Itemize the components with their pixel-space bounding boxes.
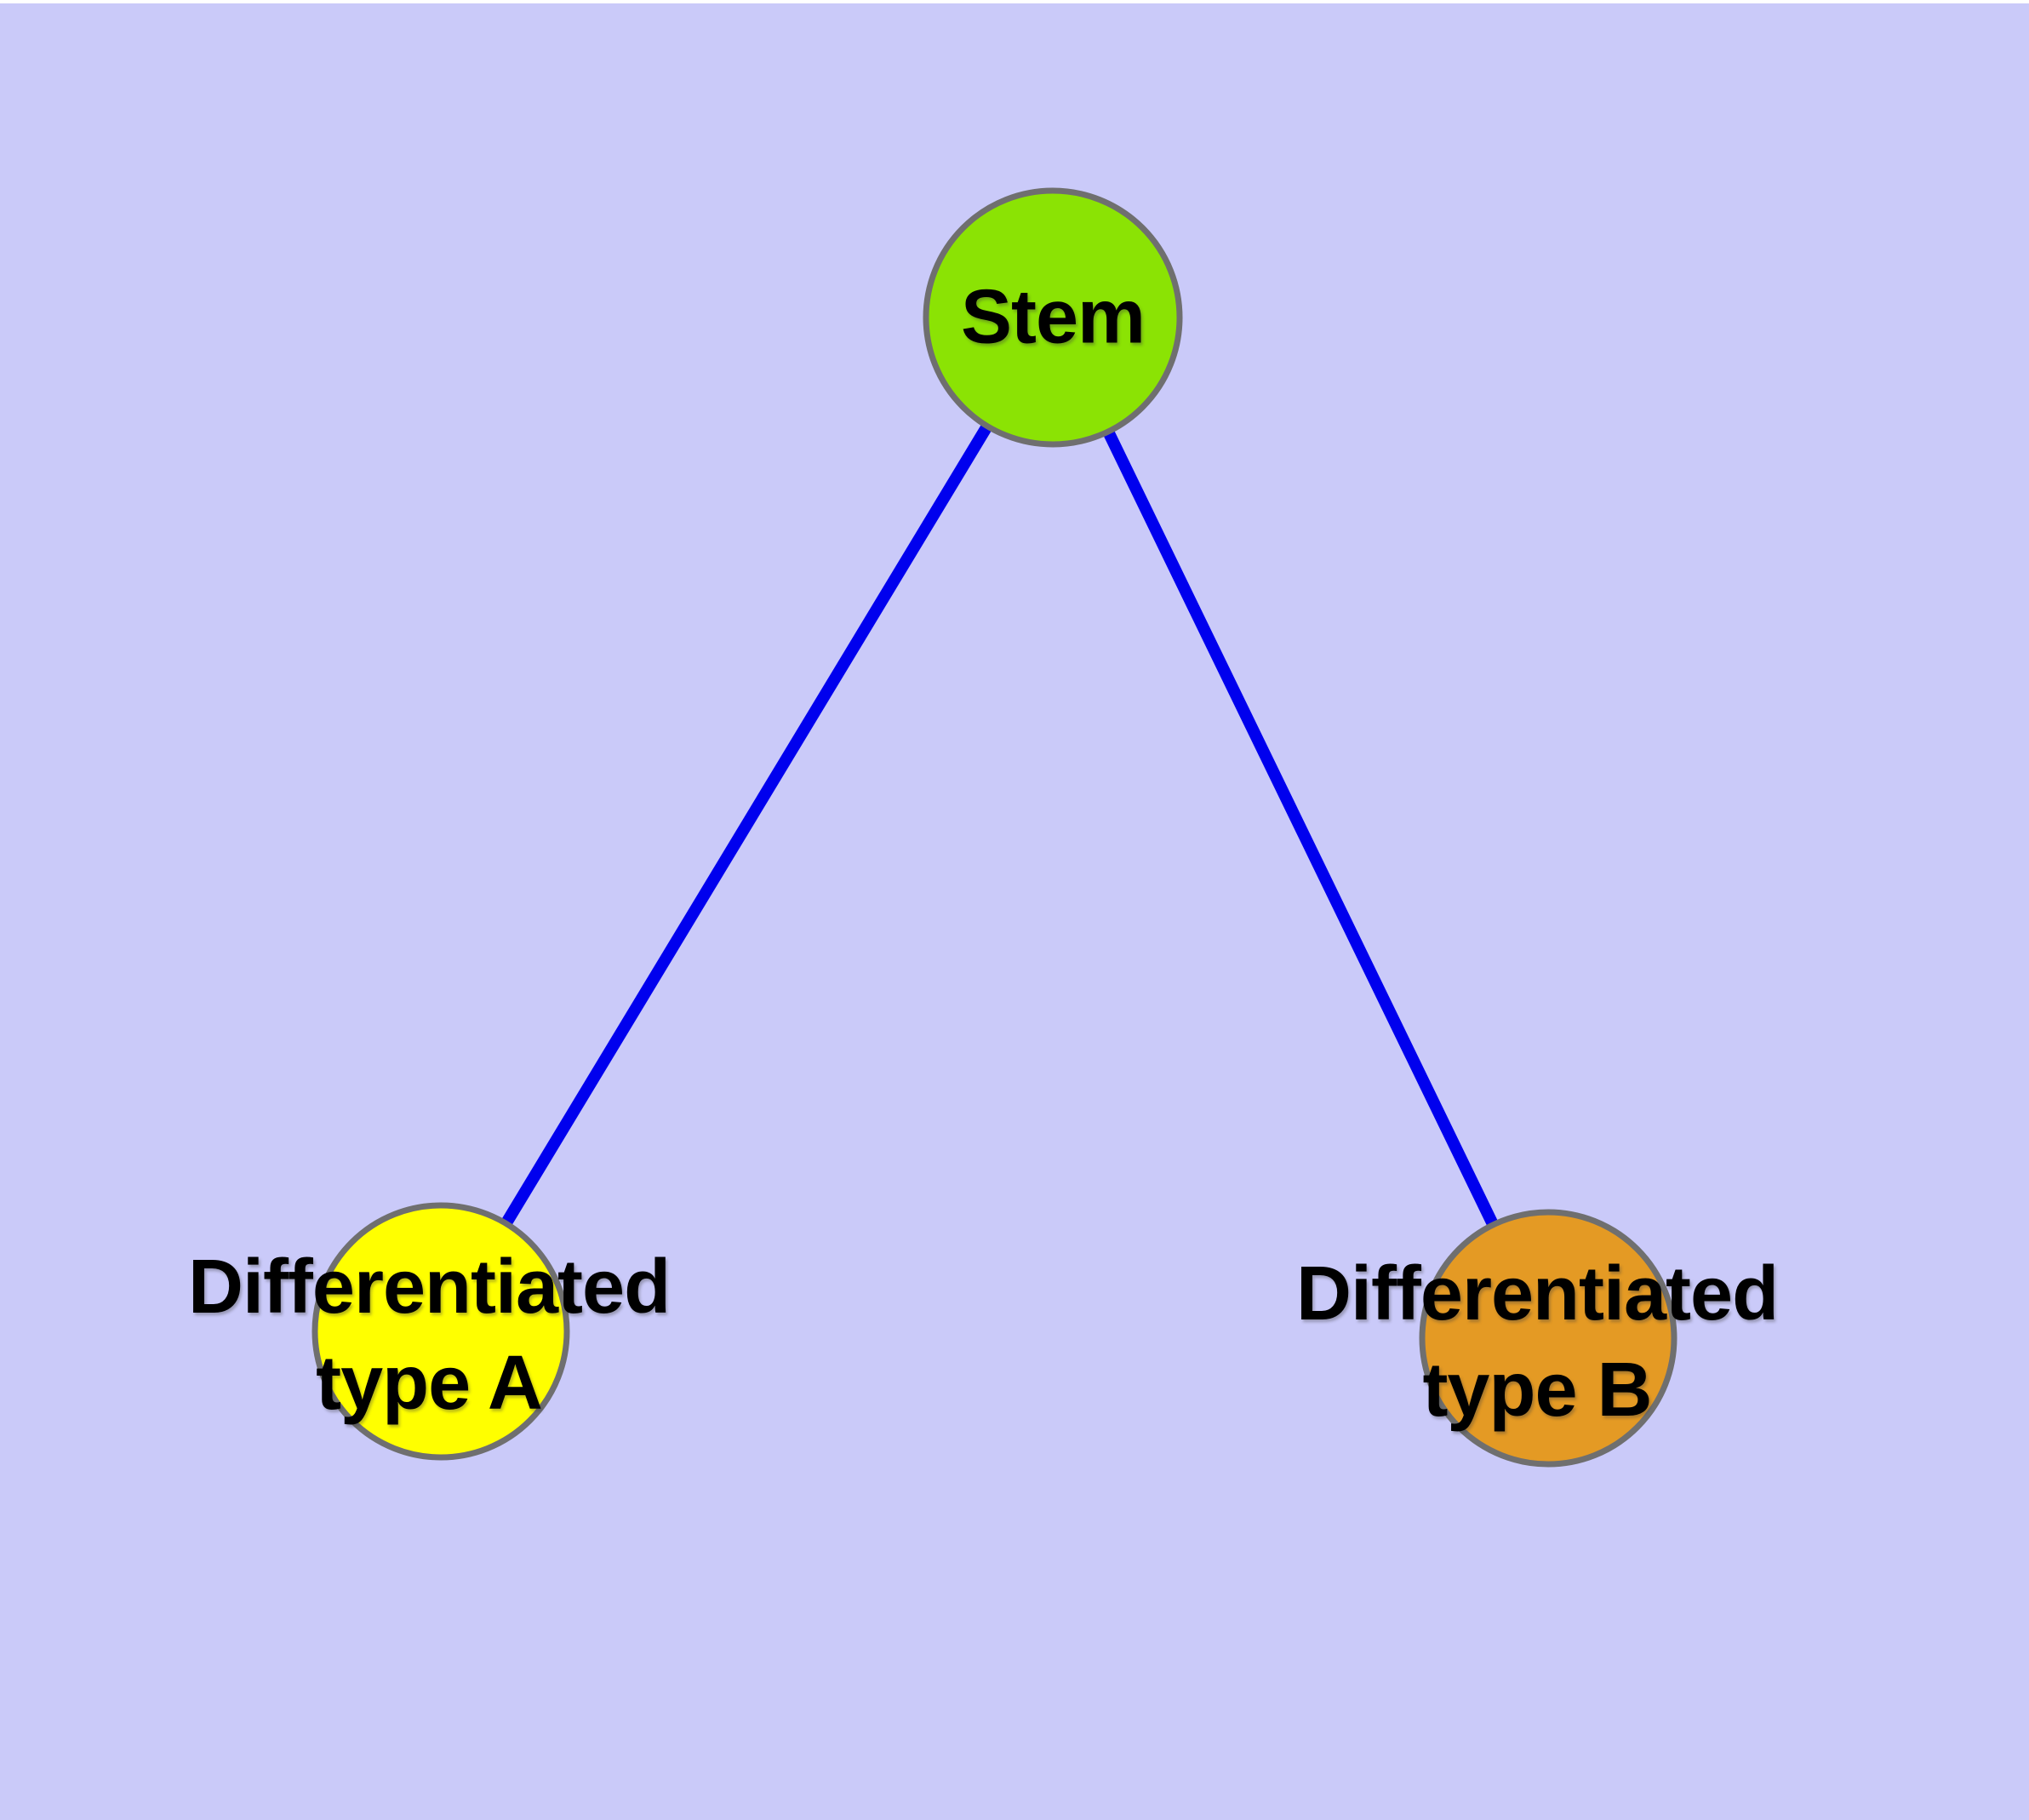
graph-svg: [311, 187, 1677, 1468]
top-margin-strip: [0, 0, 2029, 3]
node-differentiated-type-b-circle: [1419, 1209, 1677, 1468]
node-differentiated-type-a-circle: [311, 1202, 570, 1461]
node-stem-circle: [923, 187, 1183, 448]
edge-stem-to-type-a: [436, 314, 1058, 1335]
edge-stem-to-type-b: [1047, 314, 1554, 1342]
diagram-canvas: Stem Differentiated type A Differentiate…: [0, 3, 2029, 1820]
